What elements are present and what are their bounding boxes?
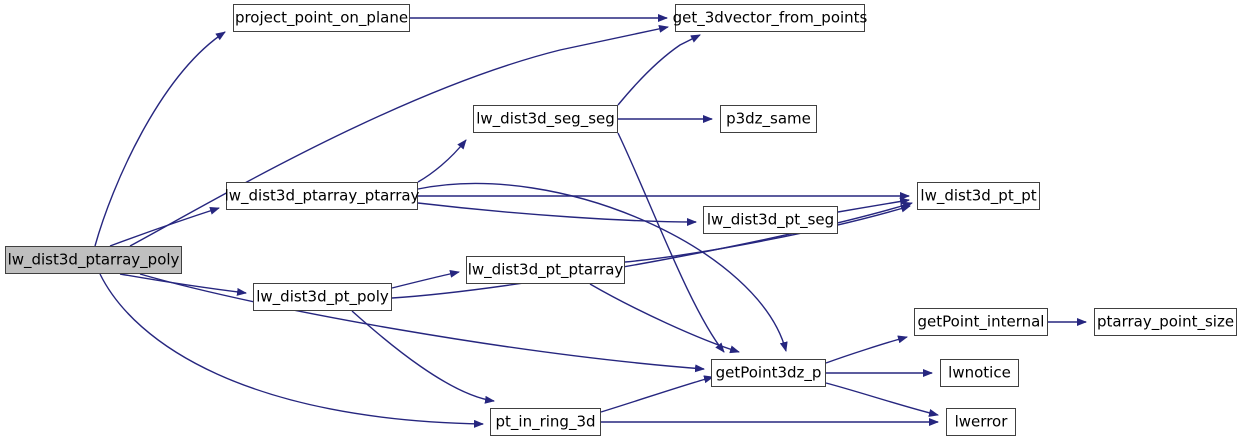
graph-node-label: lw_dist3d_seg_seg (476, 109, 615, 127)
graph-node-label: lw_dist3d_pt_pt (920, 186, 1037, 204)
graph-node-lwerror[interactable]: lwerror (946, 408, 1016, 436)
graph-node-label: get_3dvector_from_points (672, 8, 868, 26)
call-edge (417, 182, 788, 352)
call-edge (391, 269, 460, 289)
call-edge (94, 31, 226, 247)
graph-node-label: project_point_on_plane (234, 8, 409, 26)
call-edge (129, 24, 669, 247)
graph-node-get_3dvector_from_points[interactable]: get_3dvector_from_points (673, 4, 867, 32)
call-edge (139, 273, 705, 373)
call-edge (825, 382, 939, 417)
call-edge (617, 132, 725, 353)
graph-node-getPoint_internal[interactable]: getPoint_internal (914, 308, 1048, 336)
graph-node-label: lw_dist3d_ptarray_poly (7, 250, 180, 268)
call-edge (417, 202, 697, 226)
graph-node-ptarray_point_size[interactable]: ptarray_point_size (1094, 308, 1237, 336)
graph-node-lw_dist3d_seg_seg[interactable]: lw_dist3d_seg_seg (473, 105, 618, 133)
graph-node-pt_in_ring_3d[interactable]: pt_in_ring_3d (490, 408, 601, 436)
call-edge (589, 283, 740, 354)
call-edge (351, 310, 495, 404)
call-edge (391, 201, 913, 299)
graph-node-label: lw_dist3d_pt_ptarray (467, 260, 624, 278)
call-edge (119, 273, 247, 296)
graph-node-label: lw_dist3d_pt_poly (256, 287, 389, 305)
graph-node-project_point_on_plane[interactable]: project_point_on_plane (233, 4, 410, 32)
graph-node-p3dz_same[interactable]: p3dz_same (720, 105, 817, 133)
graph-node-label: pt_in_ring_3d (495, 412, 596, 430)
call-edge (837, 197, 910, 213)
graph-node-label: getPoint3dz_p (715, 363, 822, 381)
graph-node-lw_dist3d_pt_pt[interactable]: lw_dist3d_pt_pt (917, 182, 1040, 210)
graph-node-getPoint3dz_p[interactable]: getPoint3dz_p (711, 359, 826, 387)
graph-node-lw_dist3d_pt_poly[interactable]: lw_dist3d_pt_poly (253, 283, 392, 311)
graph-node-lw_dist3d_pt_ptarray[interactable]: lw_dist3d_pt_ptarray (466, 256, 625, 284)
call-edge (624, 204, 911, 263)
call-edge (109, 206, 220, 247)
call-edge (99, 273, 484, 428)
graph-node-label: lwerror (954, 412, 1008, 430)
graph-node-label: getPoint_internal (917, 312, 1045, 330)
call-edge (417, 139, 467, 183)
graph-node-label: ptarray_point_size (1096, 312, 1235, 330)
graph-node-lw_dist3d_ptarray_ptarray[interactable]: lw_dist3d_ptarray_ptarray (225, 182, 419, 210)
graph-node-label: lwnotice (948, 363, 1011, 381)
graph-node-lwnotice[interactable]: lwnotice (940, 359, 1019, 387)
call-edge (600, 375, 714, 413)
graph-node-label: lw_dist3d_pt_seg (706, 210, 835, 228)
call-edge (617, 34, 701, 106)
graph-node-lw_dist3d_ptarray_poly[interactable]: lw_dist3d_ptarray_poly (5, 246, 182, 274)
graph-node-lw_dist3d_pt_seg[interactable]: lw_dist3d_pt_seg (703, 206, 838, 234)
call-edge (825, 335, 908, 364)
graph-node-label: lw_dist3d_ptarray_ptarray (224, 186, 420, 204)
graph-node-label: p3dz_same (726, 109, 811, 127)
